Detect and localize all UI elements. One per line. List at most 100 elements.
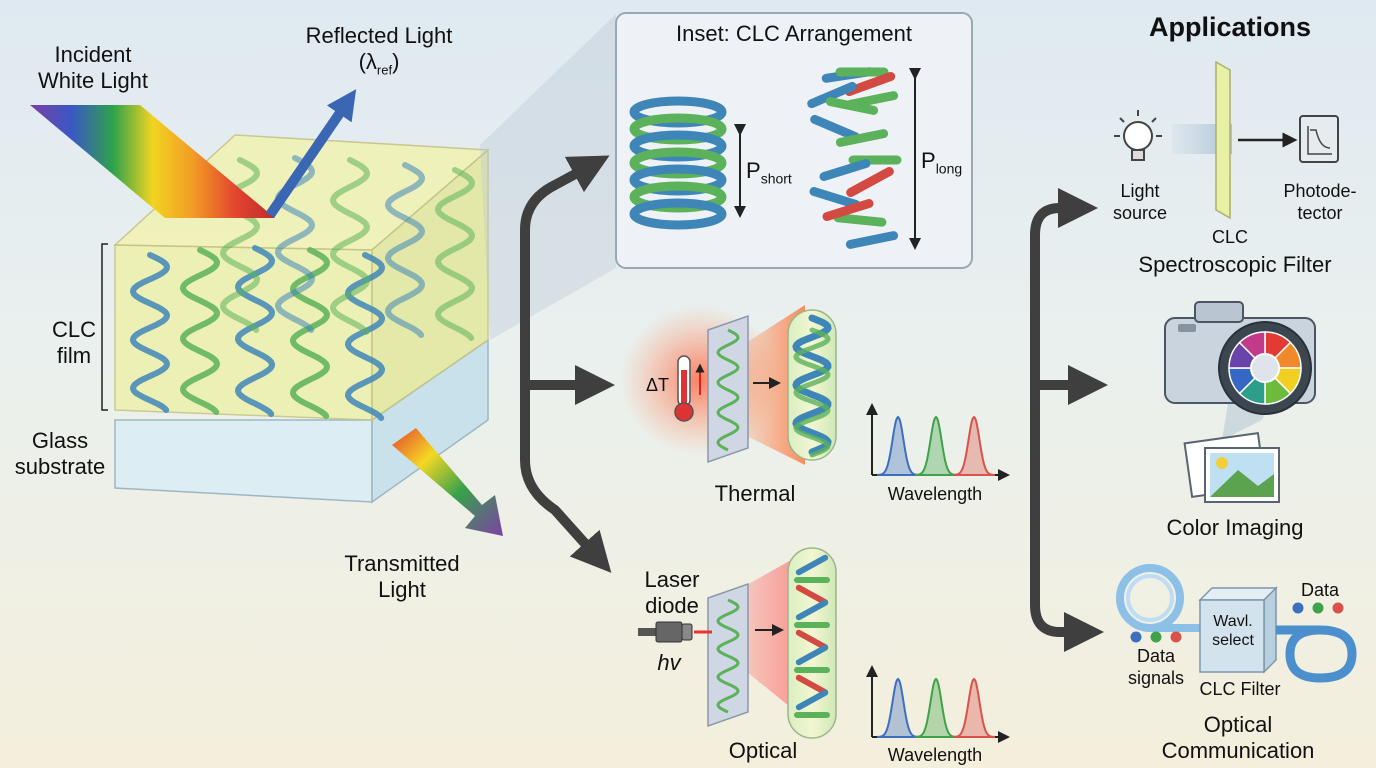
output-fiber-coil [1276,625,1357,683]
film-helix [716,328,740,452]
optical-label: Optical [728,738,798,763]
spectrum-plot-bottom [866,665,1010,743]
spectrum-peak-green [915,415,957,476]
block-helix [129,252,171,413]
transmitted-light-label: Transmitted Light [344,551,460,602]
spectroscopic-filter-label: Spectroscopic Filter [1138,252,1332,277]
lc-rod [822,199,874,221]
lc-rod [845,231,899,249]
block-helix [434,167,476,341]
coil-ring [629,181,727,213]
optical-film-helix [716,598,740,714]
applications-title: Applications [1148,12,1311,42]
delta-t-label: ΔT [646,375,670,395]
data-dot [1332,602,1344,614]
cylinder-helix-green [793,327,831,458]
transmitted-arrow [392,428,503,536]
p-long-label: Plong [921,148,963,177]
thermal-label: Thermal [714,481,796,506]
block-helix [344,252,386,421]
coil-ring [629,130,727,162]
spectroscopic-filter-app [1114,60,1339,220]
inset-box [615,12,973,269]
clc-filter-label: CLC Filter [1199,679,1281,699]
reflected-light-label: Reflected Light (λref) [305,23,453,78]
data-dot [1312,602,1324,614]
flow-arrows [465,155,1108,652]
data-dot [1130,631,1142,643]
laser-diode-icon [638,621,712,643]
inset-title: Inset: CLC Arrangement [675,21,912,46]
spectrum-peak-blue [877,677,919,738]
clc-film-label: CLC film [51,317,96,368]
cylinder-helix-blue [792,314,832,456]
coil-ring [629,96,727,128]
optical-tuning [638,547,837,739]
optical-cylinder-rods [794,554,830,718]
thermal-cylinder-helix [792,314,832,458]
color-imaging-app [1164,301,1316,503]
wavelength-label-top: Wavelength [887,484,983,504]
optical-communication-app [1116,564,1357,683]
spectrum-peak-red [953,677,995,738]
coil-ring [629,113,727,145]
lc-rod [810,114,860,142]
glass-substrate-label: Glass substrate [14,428,106,479]
wavl-select-label: Wavl. select [1212,613,1254,649]
wavelength-label-bottom: Wavelength [887,745,983,765]
data-dot [1150,631,1162,643]
lc-rod [819,159,871,181]
film-helix [716,598,740,714]
coil-ring [629,164,727,196]
laser-diode-label: Laser diode [644,567,700,618]
thermal-tuning [620,305,837,465]
cylinder-rod [795,629,829,651]
cylinder-rod [795,554,829,576]
inset-connector [480,14,616,340]
branch-down-arrow [520,380,612,573]
lc-rod [845,91,899,109]
input-fiber-coil [1116,564,1200,632]
lc-rod [807,81,857,109]
app-down-arrow [1030,380,1104,652]
clc-label: CLC [1211,227,1248,247]
lc-rod [833,213,887,227]
optical-communication-label: Optical Communication [1161,712,1315,763]
light-bulb-icon [1114,110,1162,161]
data-output-dots [1292,602,1344,614]
glass-substrate-front [114,419,373,503]
data-label: Data [1300,580,1340,600]
lc-rod [846,167,894,197]
app-up-arrow [1030,188,1098,390]
data-dot [1292,602,1304,614]
block-helix [329,157,371,335]
block-helix [384,162,426,338]
cylinder-rod [795,689,829,711]
spectrum-peak-red [953,415,995,476]
light-source-label: Light source [1112,181,1168,223]
branch-up-arrow [520,155,610,390]
long-pitch-rods [807,67,902,249]
data-dot [1170,631,1182,643]
thermal-film-helix [716,328,740,452]
incident-light-label: Incident White Light [37,42,149,93]
coil-ring [629,198,727,230]
lc-rod [835,129,889,147]
photodetector-icon [1299,115,1339,163]
photo-icon [1183,431,1280,503]
block-helix [289,247,331,419]
cylinder-rod [795,674,829,696]
spectrum-peak-green [915,677,957,738]
block-helix [179,247,221,415]
lc-rod [809,187,861,209]
data-signal-dots [1130,631,1182,643]
hv-label: hv [657,650,681,675]
spectrum-plot-top [866,403,1010,481]
reflected-arrow [265,89,357,218]
cylinder-rod [795,644,829,666]
spectrum-peak-blue [877,415,919,476]
color-wheel-center [1250,353,1280,383]
p-short-label: Pshort [746,158,792,187]
color-imaging-label: Color Imaging [1166,515,1304,540]
